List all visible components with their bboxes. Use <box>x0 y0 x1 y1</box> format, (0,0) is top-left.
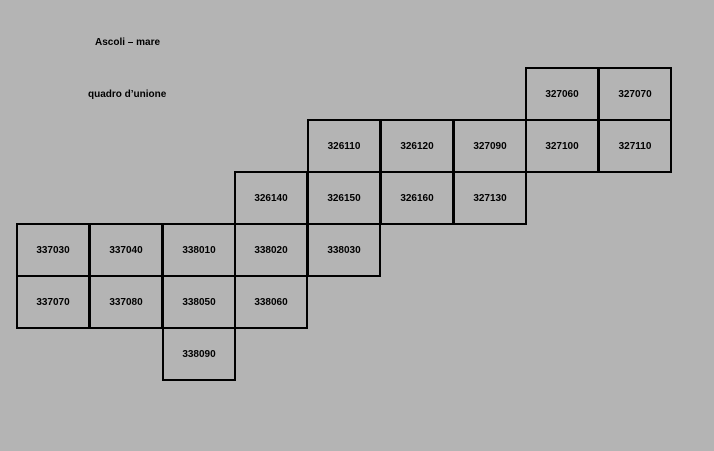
sheet-tile-327070[interactable]: 327070 <box>598 67 672 121</box>
sheet-tile-327130[interactable]: 327130 <box>453 171 527 225</box>
sheet-tile-327090[interactable]: 327090 <box>453 119 527 173</box>
sheet-tile-338060[interactable]: 338060 <box>234 275 308 329</box>
sheet-tile-337030[interactable]: 337030 <box>16 223 90 277</box>
map-title: Ascoli – mare <box>95 37 161 48</box>
sheet-tile-338090[interactable]: 338090 <box>162 327 236 381</box>
sheet-tile-326150[interactable]: 326150 <box>307 171 381 225</box>
sheet-tile-338010[interactable]: 338010 <box>162 223 236 277</box>
map-subtitle: quadro d’unione <box>88 89 167 100</box>
sheet-tile-337080[interactable]: 337080 <box>89 275 163 329</box>
sheet-tile-326110[interactable]: 326110 <box>307 119 381 173</box>
sheet-tile-338030[interactable]: 338030 <box>307 223 381 277</box>
sheet-tile-327110[interactable]: 327110 <box>598 119 672 173</box>
sheet-tile-337040[interactable]: 337040 <box>89 223 163 277</box>
sheet-tile-327060[interactable]: 327060 <box>525 67 599 121</box>
sheet-tile-326120[interactable]: 326120 <box>380 119 454 173</box>
sheet-tile-327100[interactable]: 327100 <box>525 119 599 173</box>
sheet-tile-326140[interactable]: 326140 <box>234 171 308 225</box>
sheet-tile-338050[interactable]: 338050 <box>162 275 236 329</box>
sheet-tile-338020[interactable]: 338020 <box>234 223 308 277</box>
sheet-tile-326160[interactable]: 326160 <box>380 171 454 225</box>
sheet-tile-337070[interactable]: 337070 <box>16 275 90 329</box>
